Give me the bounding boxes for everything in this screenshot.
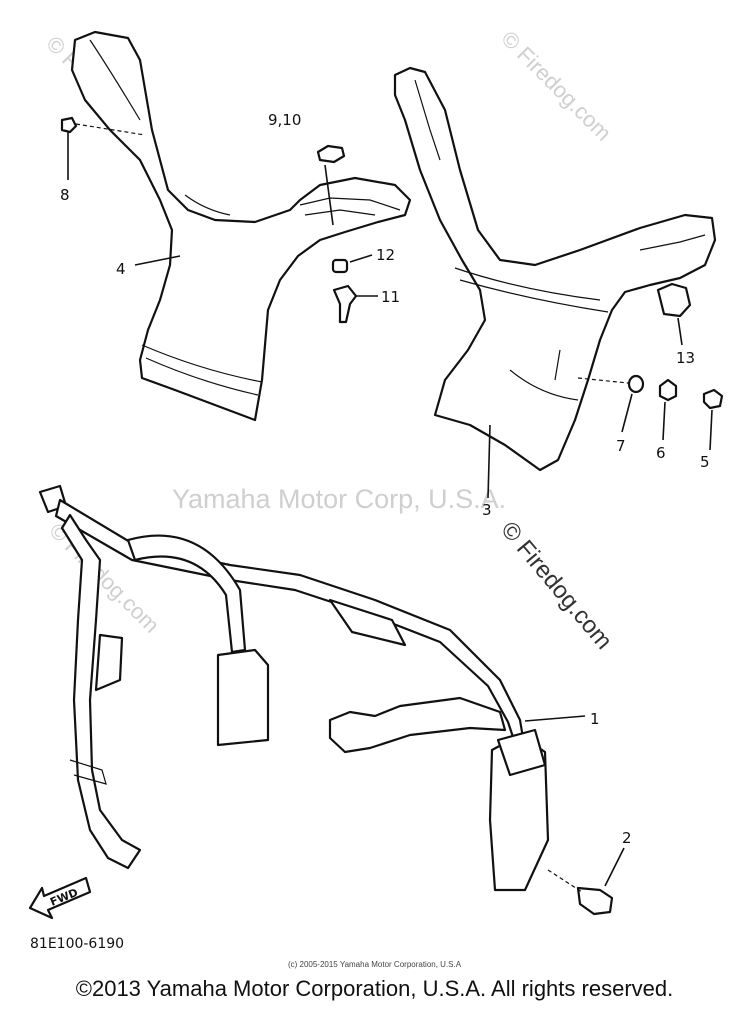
part-1-frame	[38, 484, 625, 916]
callout-11: 11	[381, 288, 400, 306]
part-6-nut	[658, 378, 678, 441]
callout-12: 12	[376, 246, 395, 264]
part-3-right-leg-shield	[393, 66, 717, 472]
fwd-arrow-icon: FWD	[28, 876, 92, 920]
part-12-grommet	[331, 254, 373, 274]
drawing-code: 81E100-6190	[30, 936, 125, 952]
callout-5: 5	[700, 453, 710, 471]
callout-13: 13	[676, 349, 695, 367]
part-4-left-leg-shield	[70, 30, 412, 422]
fwd-arrow-label: FWD	[48, 886, 80, 909]
parts-diagram: © Firedog.com © Firedog.com Yamaha Motor…	[28, 26, 724, 920]
callout-3: 3	[482, 501, 492, 519]
callout-9-10: 9,10	[268, 111, 301, 129]
copyright-notice: ©2013 Yamaha Motor Corporation, U.S.A. A…	[75, 976, 674, 1001]
watermark-firedog-top-right: © Firedog.com	[496, 26, 616, 146]
part-9-10-clip	[316, 144, 346, 226]
small-copyright: (c) 2005-2015 Yamaha Motor Corporation, …	[287, 960, 462, 969]
watermark-firedog-mid-right: © Firedog.com	[495, 517, 617, 655]
part-13-clip	[656, 282, 692, 346]
part-11-screw	[332, 284, 378, 324]
callout-2: 2	[622, 829, 632, 847]
callout-4: 4	[116, 260, 126, 278]
part-7-washer	[577, 374, 645, 433]
callout-6: 6	[656, 444, 666, 462]
callout-8: 8	[60, 186, 70, 204]
callout-7: 7	[616, 437, 626, 455]
part-5-bolt	[702, 388, 724, 451]
callout-1: 1	[590, 710, 600, 728]
part-8-screw	[60, 116, 146, 180]
watermark-yamaha: Yamaha Motor Corp, U.S.A.	[172, 484, 506, 514]
